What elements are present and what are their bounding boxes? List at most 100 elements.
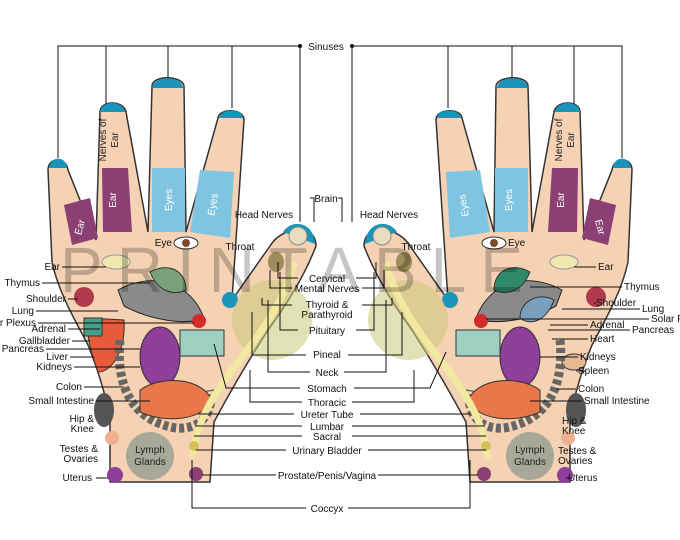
gallbladder-label: Gallbladder [19,336,71,347]
brain-label: Brain [314,194,337,205]
left-index-tip [219,110,243,118]
left-lymph-label-2: Glands [134,457,166,468]
testes-right-label-1: Testes & [558,446,597,457]
right-hand [363,77,633,483]
left-bladder-spot [189,441,199,451]
left-eyes-zone-2 [190,170,234,238]
left-kidney [139,326,181,388]
stomach-label: Stomach [307,384,346,395]
colon-right-label: Colon [578,384,604,395]
right-pinky-tip [613,158,631,168]
right-prostate-spot [477,467,491,481]
right-kidney [499,326,541,388]
left-pituitary-spot [268,252,284,272]
uterus-right-label: Uterus [568,473,597,484]
small-intestine-right-label: Small Intestine [584,396,650,407]
left-ear-zone [64,198,98,245]
spleen-label: Spleen [578,366,609,377]
right-hand-zone-text: Ear Ear Nerves of Ear Eyes Eyes Lymph Gl… [457,118,607,468]
right-brain-spot [372,226,392,246]
left-prostate-spot [189,467,203,481]
left-ear-zone-text: Ear [73,218,88,237]
right-uterus-spot [557,467,573,483]
right-ring-tip [555,103,580,112]
testes-left-label-2: Ovaries [64,454,98,465]
left-gallbladder [83,317,103,337]
uterus-left-label: Uterus [63,473,92,484]
left-middle-tip [152,78,183,88]
lung-right-label: Lung [642,304,664,315]
neck-label: Neck [316,368,340,379]
sinus-connectors: Sinuses [57,42,623,222]
center-labels: Brain Head Nerves Head Nerves Throat Thr… [191,194,486,515]
right-side-labels: Eye Ear Thymus Shoulder Lung Solar P Adr… [486,238,680,484]
right-lymph-label-1: Lymph [515,445,545,456]
kidneys-right-label: Kidneys [580,352,616,363]
small-intestine-left-label: Small Intestine [28,396,94,407]
testes-right-label-2: Ovaries [558,456,592,467]
right-index-tip [437,110,461,118]
sinuses-label: Sinuses [308,42,344,53]
left-eyes-zone-1 [152,168,185,232]
right-eyes-zone-1 [495,168,528,232]
lumbar-label: Lumbar [310,422,345,433]
right-thymus [493,267,531,294]
right-heart [519,296,555,323]
left-ring-tip [100,103,125,112]
solar-plexus-right-label: Solar P [651,314,680,325]
right-ear-zone-label2: Ear [556,192,567,208]
lung-left-label: Lung [12,306,34,317]
head-nerves-left-label: Head Nerves [235,210,293,221]
left-eye-pupil-icon [182,239,190,247]
left-hand: Ear Ear Nerves of Ear Eyes Eyes Lymph Gl… [47,77,317,483]
thymus-right-label: Thymus [624,282,660,293]
pancreas-left-label: Pancreas [2,344,44,355]
left-throat-spot [222,292,238,308]
left-nerves-ear-label-2: Ear [110,132,121,148]
eye-right-label: Eye [508,238,526,249]
left-testes-spot [105,431,119,445]
right-ear-zone [582,198,616,245]
adrenal-left-label: Adrenal [32,324,66,335]
right-shoulder-spot [586,287,606,307]
sacral-label: Sacral [313,432,341,443]
right-eyes-label-1: Eyes [504,189,515,211]
watermark-text: PRINTABLE [60,234,537,306]
hip-knee-right-label-2: Knee [562,426,586,437]
right-middle-tip [497,78,528,88]
right-eyes-label-2: Eyes [457,194,472,218]
adrenal-right-label: Adrenal [590,320,624,331]
colon-left-label: Colon [56,382,82,393]
left-eyes-label-1: Eyes [164,189,175,211]
left-hip-knee-spot [94,393,114,427]
left-solar-plexus [192,314,206,328]
thoracic-label: Thoracic [308,398,346,409]
shoulder-left-label: Shoulder [26,294,67,305]
right-testes-spot [561,431,575,445]
right-nerves-ear-label-1: Nerves of [554,118,565,161]
right-ear-spot [549,254,579,270]
left-uterus-spot [107,467,123,483]
right-eye-pupil-icon [490,239,498,247]
left-spine [188,261,298,459]
throat-left-label: Throat [226,242,255,253]
shoulder-right-label: Shoulder [596,298,637,309]
kidneys-left-label: Kidneys [36,362,72,373]
left-brain-spot [288,226,308,246]
cervical-label: Cervical [309,274,345,285]
right-nerves-ear-zone [548,168,578,232]
right-eyes-zone-2 [446,170,490,238]
mental-nerves-label: Mental Nerves [295,284,359,295]
left-lymph-glands [126,432,174,480]
pituitary-label: Pituitary [309,326,345,337]
thyroid-label-1: Thyroid & [306,300,349,311]
liver-label: Liver [46,352,68,363]
left-stomach [179,329,225,357]
right-stomach [455,329,501,357]
thyroid-label-2: Parathyroid [301,310,352,321]
left-eyes-label-2: Eyes [206,193,221,217]
throat-right-label: Throat [402,242,431,253]
right-throat-spot [442,292,458,308]
pineal-label: Pineal [313,350,341,361]
